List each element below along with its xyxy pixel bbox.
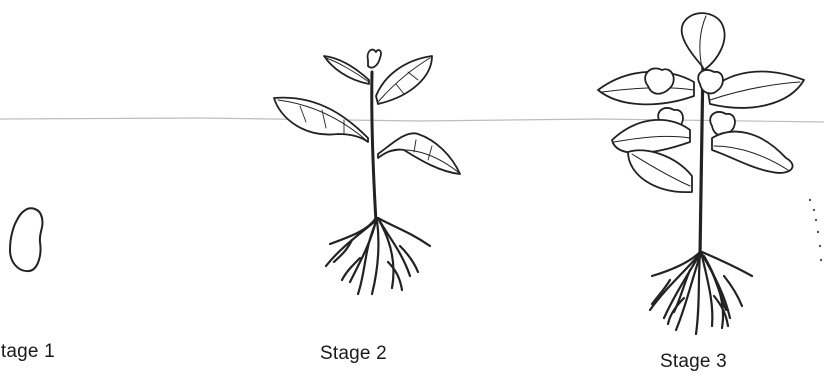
stage-1-label: Stage 1 [0, 341, 55, 363]
seed-icon [10, 208, 42, 271]
young-plant-icon [274, 50, 460, 294]
stage-2-label: Stage 2 [320, 343, 387, 365]
scan-line [0, 118, 824, 122]
scan-specks [809, 199, 822, 261]
stage-3-label: Stage 3 [660, 351, 727, 373]
mature-plant-icon [598, 13, 804, 334]
